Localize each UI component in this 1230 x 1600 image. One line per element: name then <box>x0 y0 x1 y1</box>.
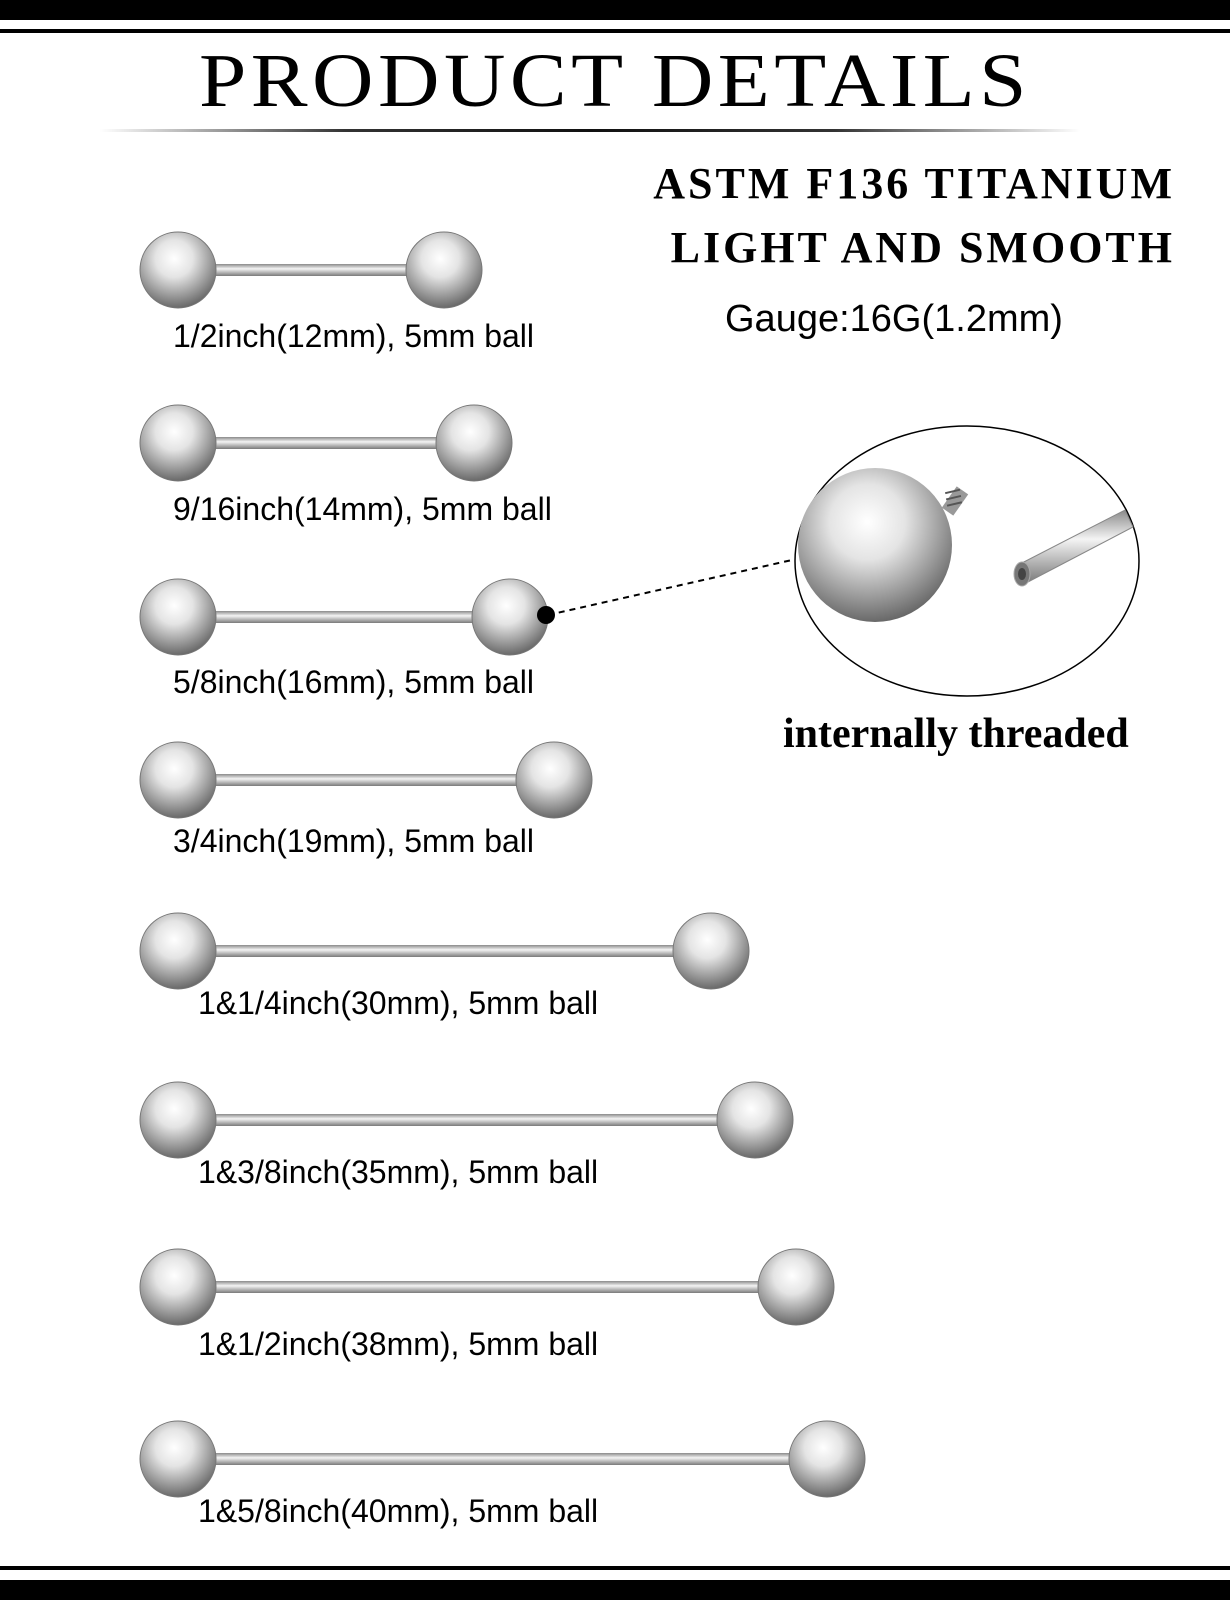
barbell-5 <box>139 912 750 990</box>
barbell-rod <box>178 264 444 276</box>
size-label: 1&1/4inch(30mm), 5mm ball <box>198 985 599 1021</box>
size-label: 1&3/8inch(35mm), 5mm ball <box>198 1154 599 1190</box>
size-label: 5/8inch(16mm), 5mm ball <box>173 664 534 700</box>
barbell-right-ball <box>435 404 513 482</box>
barbell-left-ball <box>139 404 217 482</box>
zoom-callout <box>537 425 1140 697</box>
barbell-right-ball <box>405 231 483 309</box>
barbell-7 <box>139 1248 835 1326</box>
bottom-border-line <box>0 1566 1230 1570</box>
barbell-2 <box>139 404 513 482</box>
spec-finish: LIGHT AND SMOOTH <box>670 223 1175 272</box>
barbell-right-ball <box>788 1420 866 1498</box>
barbell-right-ball <box>515 741 593 819</box>
callout-dashed-line <box>547 559 793 616</box>
barbell-left-ball <box>139 578 217 656</box>
barbell-1 <box>139 231 483 309</box>
barbell-8 <box>139 1420 866 1498</box>
spec-gauge: Gauge:16G(1.2mm) <box>725 298 1063 340</box>
spec-material: ASTM F136 TITANIUM <box>653 159 1175 208</box>
barbell-left-ball <box>139 231 217 309</box>
barbell-left-ball <box>139 912 217 990</box>
size-label: 1/2inch(12mm), 5mm ball <box>173 318 534 354</box>
barbell-right-ball <box>757 1248 835 1326</box>
internally-threaded-label: internally threaded <box>783 711 1129 757</box>
barbell-right-ball <box>716 1081 794 1159</box>
page-title: PRODUCT DETAILS <box>198 39 1032 123</box>
barbell-6 <box>139 1081 794 1159</box>
barbell-left-ball <box>139 1081 217 1159</box>
barbell-4 <box>139 741 593 819</box>
detail-ball-icon <box>798 468 952 622</box>
top-border-bar <box>0 0 1230 20</box>
barbell-rod <box>178 611 510 623</box>
barbell-rod <box>178 1281 796 1293</box>
size-label: 3/4inch(19mm), 5mm ball <box>173 823 534 859</box>
barbell-left-ball <box>139 1420 217 1498</box>
title-divider <box>100 129 1080 132</box>
barbell-right-ball <box>672 912 750 990</box>
threaded-pin-icon <box>941 486 969 516</box>
barbell-rod <box>178 774 554 786</box>
barbell-rod <box>178 437 474 449</box>
barbell-right-ball <box>471 578 549 656</box>
bottom-border-bar <box>0 1580 1230 1600</box>
threaded-rod-icon <box>1013 509 1134 587</box>
barbell-left-ball <box>139 1248 217 1326</box>
barbell-3 <box>139 578 549 656</box>
size-label: 1&5/8inch(40mm), 5mm ball <box>198 1493 599 1529</box>
barbell-rod <box>178 945 711 957</box>
size-label: 1&1/2inch(38mm), 5mm ball <box>198 1326 599 1362</box>
top-border-line <box>0 29 1230 33</box>
size-label: 9/16inch(14mm), 5mm ball <box>173 491 552 527</box>
barbell-rod <box>178 1114 755 1126</box>
callout-dot <box>537 606 555 624</box>
barbell-rod <box>178 1453 827 1465</box>
barbell-left-ball <box>139 741 217 819</box>
